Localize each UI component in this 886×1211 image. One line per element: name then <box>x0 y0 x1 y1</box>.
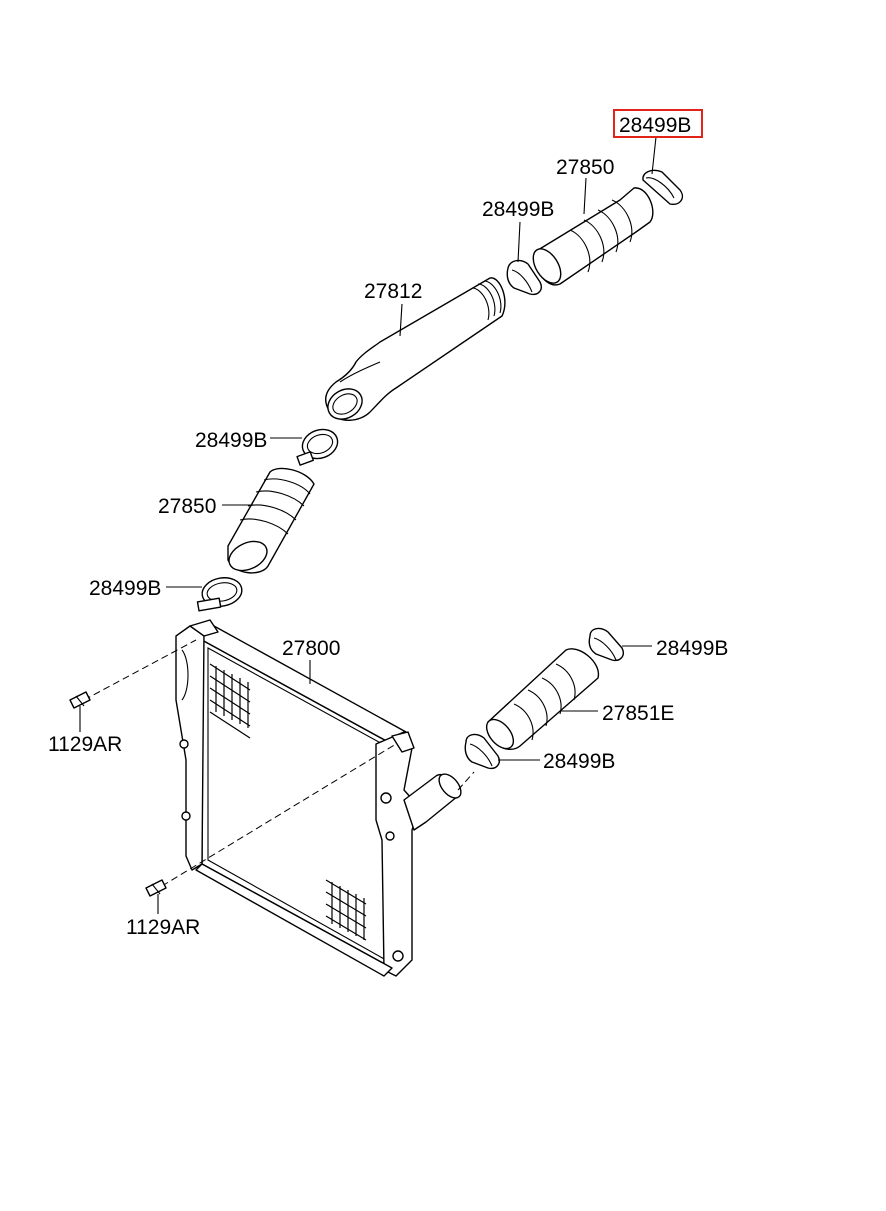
intercooler-pipe-27812[interactable] <box>322 277 506 425</box>
label-27800[interactable]: 27800 <box>282 637 340 660</box>
core-mesh-upper <box>209 663 251 739</box>
label-28499B-right-lower[interactable]: 28499B <box>543 750 615 773</box>
assembly-line-outlet <box>457 771 475 791</box>
label-27851E[interactable]: 27851E <box>602 702 674 725</box>
highlight-box <box>613 109 703 138</box>
label-27850-lower[interactable]: 27850 <box>158 495 216 518</box>
intercooler-27800[interactable] <box>175 619 465 977</box>
label-28499B-right-top[interactable]: 28499B <box>656 637 728 660</box>
label-27850-upper[interactable]: 27850 <box>556 156 614 179</box>
hose-clamp-middle[interactable] <box>296 425 342 466</box>
core-mesh-lower <box>325 879 367 941</box>
bolt-lower-1129AR[interactable] <box>145 743 397 897</box>
hose-clamp-right-lower[interactable] <box>464 733 500 770</box>
hose-clamp-top[interactable] <box>642 169 684 205</box>
label-1129AR-upper[interactable]: 1129AR <box>48 733 122 756</box>
label-28499B-lower-left[interactable]: 28499B <box>89 577 161 600</box>
label-27812[interactable]: 27812 <box>364 280 422 303</box>
leader-lines <box>79 136 657 914</box>
hose-clamp-right-top[interactable] <box>588 627 624 662</box>
hose-lower-27850[interactable] <box>224 467 315 576</box>
hose-clamp-upper-mid[interactable] <box>506 259 542 296</box>
hose-upper-27850[interactable] <box>528 187 654 288</box>
bolt-upper-1129AR[interactable] <box>69 639 197 709</box>
label-28499B-top[interactable]: 28499B <box>619 114 691 137</box>
hose-27851E[interactable] <box>481 648 599 754</box>
label-28499B-middle[interactable]: 28499B <box>195 429 267 452</box>
label-28499B-upper-mid[interactable]: 28499B <box>482 198 554 221</box>
hose-clamp-lower-left[interactable] <box>196 575 244 612</box>
label-1129AR-lower[interactable]: 1129AR <box>126 916 200 939</box>
